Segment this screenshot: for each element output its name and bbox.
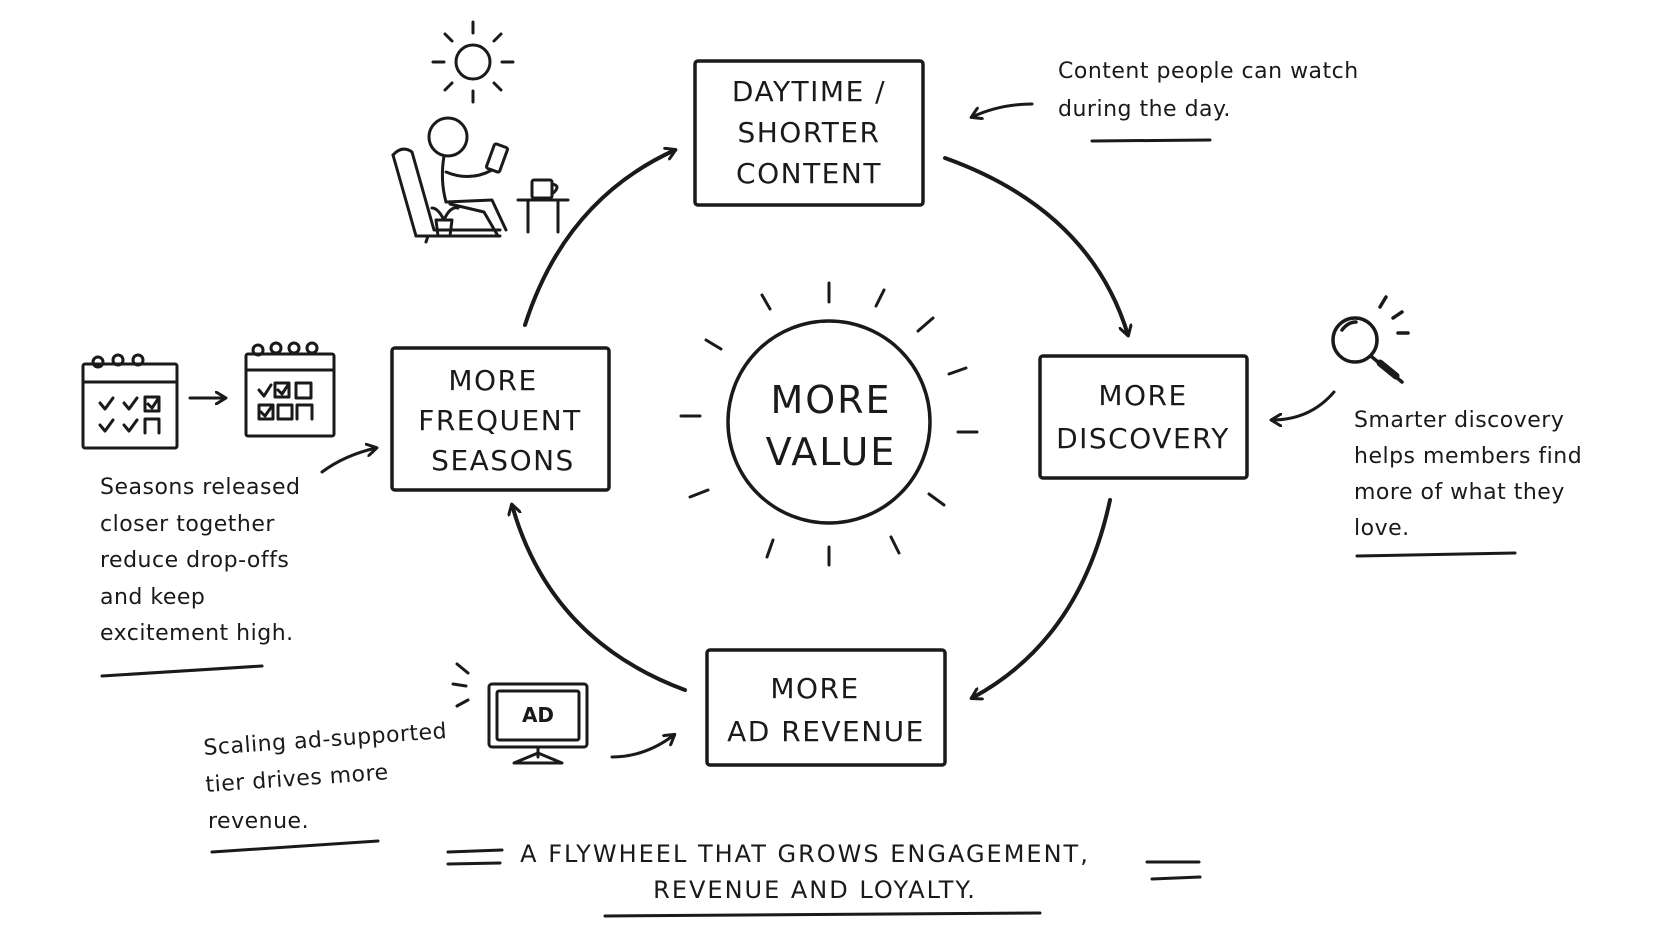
note-ad-line-3: revenue. — [208, 809, 309, 834]
note-seasons-underline — [100, 664, 264, 678]
note-seasons-line-2: closer together — [100, 512, 275, 537]
coffee-table-icon — [516, 178, 570, 234]
note-daytime: Content people can watch during the day. — [972, 59, 1359, 143]
note-discovery-underline — [1355, 551, 1517, 558]
footer-line-1: A FLYWHEEL THAT GROWS ENGAGEMENT, — [520, 840, 1090, 868]
node-more-ad-revenue: MORE AD REVENUE — [705, 648, 947, 767]
note-discovery-line-1: Smarter discovery — [1354, 408, 1564, 433]
center-value: MORE VALUE — [679, 281, 979, 567]
node-more-discovery: MORE DISCOVERY — [1038, 354, 1249, 480]
node-discovery-line-1: MORE — [1098, 379, 1187, 412]
node-adrevenue-box — [705, 648, 947, 767]
note-daytime-line-2: during the day. — [1058, 97, 1231, 122]
tv-icon: AD — [451, 662, 589, 765]
node-seasons-line-3: SEASONS — [431, 444, 575, 477]
cycle-arrows — [512, 150, 1128, 698]
note-ad-underline — [210, 839, 380, 854]
footer-deco-right-2 — [1150, 875, 1202, 881]
node-seasons-line-1: MORE — [448, 364, 537, 397]
note-daytime-underline — [1090, 138, 1212, 143]
node-daytime-line-1: DAYTIME / — [732, 75, 886, 108]
note-daytime-pointer — [972, 102, 1034, 117]
node-daytime-line-3: CONTENT — [736, 157, 882, 190]
footer-caption: A FLYWHEEL THAT GROWS ENGAGEMENT, REVENU… — [446, 840, 1202, 918]
note-discovery-line-3: more of what they — [1354, 480, 1565, 505]
note-ad-pointer — [610, 735, 674, 759]
center-rays — [679, 281, 979, 567]
magnifier-icon — [1331, 295, 1410, 384]
footer-deco-left-1 — [446, 848, 504, 854]
center-line-1: MORE — [770, 378, 891, 422]
note-daytime-line-1: Content people can watch — [1058, 59, 1359, 84]
note-discovery-line-2: helps members find — [1354, 444, 1582, 469]
note-seasons-line-4: and keep — [100, 585, 205, 610]
node-daytime-box — [693, 59, 925, 207]
person-reading-icon — [391, 116, 509, 244]
note-seasons-line-5: excitement high. — [100, 621, 294, 646]
node-adrevenue-line-1: MORE — [770, 672, 859, 705]
center-circle — [726, 319, 932, 525]
sun-icon — [431, 20, 515, 104]
center-line-2: VALUE — [766, 430, 897, 474]
node-daytime-line-2: SHORTER — [737, 116, 880, 149]
note-discovery-pointer — [1272, 390, 1336, 420]
note-ad: Scaling ad-supported tier drives more re… — [203, 719, 674, 854]
arrow-daytime-to-discovery — [943, 156, 1128, 335]
node-seasons-line-2: FREQUENT — [418, 404, 582, 437]
note-discovery-line-4: love. — [1354, 516, 1410, 541]
note-seasons-pointer — [320, 448, 376, 474]
node-daytime-content: DAYTIME / SHORTER CONTENT — [693, 59, 925, 207]
footer-underline — [603, 911, 1042, 918]
node-more-frequent-seasons: MORE FREQUENT SEASONS — [390, 346, 611, 492]
arrow-discovery-to-adrevenue — [972, 498, 1112, 698]
note-seasons-line-1: Seasons released — [100, 475, 301, 500]
note-discovery: Smarter discovery helps members find mor… — [1272, 390, 1582, 558]
tv-ad-label: AD — [522, 703, 554, 727]
footer-line-2: REVENUE AND LOYALTY. — [653, 876, 977, 904]
arrow-adrevenue-to-seasons — [512, 505, 687, 692]
note-seasons: Seasons released closer together reduce … — [100, 448, 376, 678]
footer-deco-left-2 — [446, 861, 502, 866]
node-seasons-box — [390, 346, 611, 492]
node-adrevenue-line-2: AD REVENUE — [727, 715, 925, 748]
node-discovery-line-2: DISCOVERY — [1056, 422, 1230, 455]
node-discovery-box — [1038, 354, 1249, 480]
arrow-seasons-to-daytime — [523, 150, 675, 327]
note-ad-line-2: tier drives more — [205, 760, 390, 798]
calendar-icon — [81, 341, 336, 450]
note-ad-line-1: Scaling ad-supported — [203, 719, 448, 761]
note-seasons-line-3: reduce drop-offs — [100, 548, 289, 573]
